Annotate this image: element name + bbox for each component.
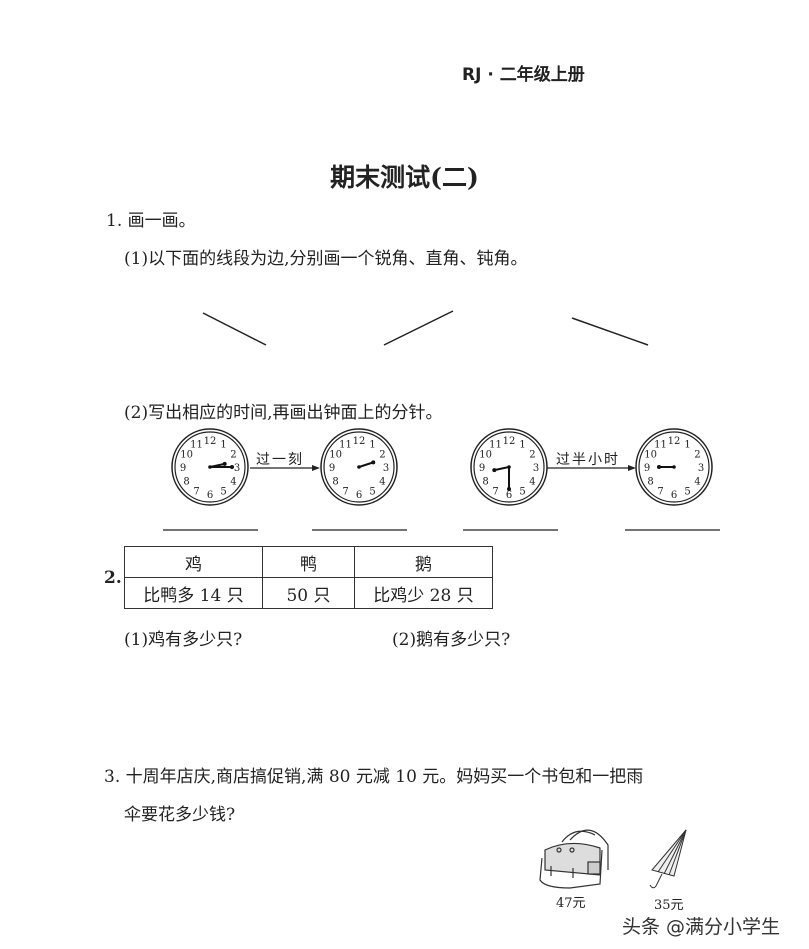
- clock-number: 11: [190, 440, 203, 451]
- minute-hand-tip: [230, 465, 234, 469]
- clock-number: 10: [180, 450, 193, 461]
- clock-number: 12: [204, 436, 217, 447]
- q1-label: 1. 画一画。: [106, 211, 196, 231]
- clock-number: 12: [353, 436, 366, 447]
- header-goose: 鹅: [354, 546, 493, 578]
- q1-part2: (2)写出相应的时间,再画出钟面上的分针。: [124, 403, 443, 423]
- clock-number: 7: [342, 486, 348, 497]
- hour-hand: [494, 466, 510, 472]
- clock-number: 4: [529, 477, 535, 488]
- clock-number: 9: [329, 463, 335, 474]
- clock-number: 2: [230, 450, 236, 461]
- clock-number: 6: [671, 490, 677, 501]
- clock-number: 10: [644, 450, 657, 461]
- segment-1: [202, 312, 267, 346]
- clock-number: 9: [644, 463, 650, 474]
- backpack-icon: [539, 829, 609, 889]
- table-header-row: 鸡 鸭 鹅: [124, 546, 493, 578]
- hour-hand: [358, 461, 374, 468]
- clock-center: [672, 465, 676, 469]
- value-goose: 比鸡少 28 只: [354, 577, 493, 609]
- clock-number: 3: [698, 463, 704, 474]
- clock-number: 10: [479, 450, 492, 461]
- clock-number: 3: [234, 463, 240, 474]
- clock-number: 2: [379, 450, 385, 461]
- watermark: 头条 @满分小学生: [622, 916, 781, 938]
- clock-number: 5: [369, 486, 375, 497]
- clock-number: 6: [506, 490, 512, 501]
- umbrella-icon: [649, 829, 687, 889]
- clock-number: 5: [519, 486, 525, 497]
- clock-center: [208, 465, 212, 469]
- clock-number: 11: [489, 440, 502, 451]
- clock-number: 12: [668, 436, 681, 447]
- clock-number: 9: [479, 463, 485, 474]
- minute-hand-tip: [507, 487, 511, 491]
- clock-number: 8: [183, 477, 189, 488]
- clock-number: 11: [339, 440, 352, 451]
- clock-number: 8: [647, 477, 653, 488]
- clock-number: 3: [383, 463, 389, 474]
- hour-hand-tip: [492, 468, 497, 473]
- clock-number: 1: [369, 440, 375, 451]
- q2-label: 2.: [104, 568, 122, 588]
- arrow-2-head: [628, 465, 636, 471]
- clock-center: [507, 465, 511, 469]
- q1-part1: (1)以下面的线段为边,分别画一个锐角、直角、钝角。: [124, 249, 528, 269]
- clock-number: 10: [329, 450, 342, 461]
- clock-number: 1: [684, 440, 690, 451]
- clock-number: 3: [533, 463, 539, 474]
- clock-number: 1: [519, 440, 525, 451]
- arrow-2-label: 过半小时: [556, 452, 620, 468]
- segment-2: [383, 310, 454, 346]
- clock-number: 1: [220, 440, 226, 451]
- animal-table: 鸡 鸭 鹅 比鸭多 14 只 50 只 比鸡少 28 只: [124, 546, 493, 609]
- hour-hand-tip: [222, 461, 227, 466]
- clock-number: 7: [193, 486, 199, 497]
- clock-number: 5: [684, 486, 690, 497]
- clock-number: 7: [657, 486, 663, 497]
- clock-number: 9: [180, 463, 186, 474]
- clock-number: 4: [230, 477, 236, 488]
- header-chicken: 鸡: [124, 546, 263, 578]
- grade-header: RJ · 二年级上册: [462, 65, 585, 85]
- clock-number: 6: [356, 490, 362, 501]
- header-duck: 鸭: [262, 546, 355, 578]
- clock-number: 2: [694, 450, 700, 461]
- value-chicken: 比鸭多 14 只: [124, 577, 263, 609]
- arrow-1-label: 过一刻: [256, 452, 304, 468]
- segment-3: [571, 317, 649, 346]
- q3-line1: 3. 十周年店庆,商店搞促销,满 80 元减 10 元。妈妈买一个书包和一把雨: [104, 767, 644, 787]
- clock-center: [357, 465, 361, 469]
- hour-hand-tip: [657, 465, 661, 469]
- clock-number: 7: [492, 486, 498, 497]
- arrow-1-head: [312, 465, 320, 471]
- table-row: 比鸭多 14 只 50 只 比鸡少 28 只: [124, 577, 493, 609]
- clock-number: 5: [220, 486, 226, 497]
- q2-sub2: (2)鹅有多少只?: [392, 630, 511, 650]
- clock-number: 11: [654, 440, 667, 451]
- bag-price: 47元: [556, 896, 586, 911]
- clock-number: 12: [503, 436, 516, 447]
- umbrella-price: 35元: [654, 898, 684, 913]
- q2-sub1: (1)鸡有多少只?: [124, 630, 243, 650]
- clock-number: 4: [694, 477, 700, 488]
- value-duck: 50 只: [262, 577, 355, 609]
- page-title: 期末测试(二): [330, 163, 479, 192]
- clock-number: 4: [379, 477, 385, 488]
- hour-hand-tip: [371, 460, 376, 465]
- clock-number: 6: [207, 490, 213, 501]
- q3-line2: 伞要花多少钱?: [124, 805, 236, 825]
- clock-number: 2: [529, 450, 535, 461]
- clock-number: 8: [332, 477, 338, 488]
- clock-number: 8: [482, 477, 488, 488]
